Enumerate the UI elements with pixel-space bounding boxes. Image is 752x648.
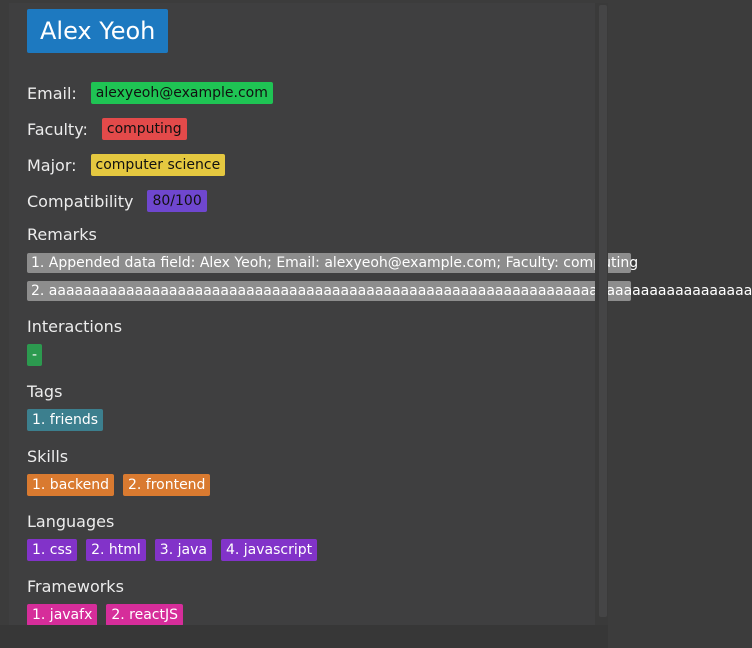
interactions-heading: Interactions: [27, 317, 123, 336]
remark-item: 1. Appended data field: Alex Yeoh; Email…: [27, 253, 638, 273]
compatibility-label: Compatibility: [27, 191, 134, 211]
interactions-list: -: [27, 344, 43, 366]
email-label: Email:: [27, 83, 77, 103]
interaction-item: -: [27, 344, 43, 366]
email-row: Email: alexyeoh@example.com: [27, 82, 273, 104]
language-item: 1. css: [27, 539, 78, 561]
tags-heading: Tags: [27, 382, 63, 401]
skill-item: 1. backend: [27, 474, 114, 496]
email-badge: alexyeoh@example.com: [90, 82, 273, 104]
compatibility-badge: 80/100: [147, 190, 207, 212]
person-name: Alex Yeoh: [27, 9, 169, 53]
framework-item: 2. reactJS: [106, 604, 184, 626]
language-item: 2. html: [86, 539, 146, 561]
languages-list: 1. css 2. html 3. java 4. javascript: [27, 539, 318, 561]
faculty-label: Faculty:: [27, 119, 88, 139]
bottom-bar: [0, 625, 608, 648]
remark-item: 2. aaaaaaaaaaaaaaaaaaaaaaaaaaaaaaaaaaaaa…: [27, 281, 752, 301]
remarks-heading: Remarks: [27, 225, 97, 244]
compatibility-row: Compatibility 80/100: [27, 190, 207, 212]
frameworks-list: 1. javafx 2. reactJS: [27, 604, 184, 626]
language-item: 3. java: [154, 539, 212, 561]
person-detail-panel: Alex Yeoh Email: alexyeoh@example.com Fa…: [9, 3, 752, 626]
faculty-badge: computing: [101, 118, 187, 140]
frameworks-heading: Frameworks: [27, 577, 124, 596]
language-item: 4. javascript: [220, 539, 318, 561]
skills-heading: Skills: [27, 447, 69, 466]
major-label: Major:: [27, 155, 77, 175]
skills-list: 1. backend 2. frontend: [27, 474, 211, 496]
faculty-row: Faculty: computing: [27, 118, 187, 140]
scrollbar-thumb[interactable]: [599, 5, 607, 617]
major-row: Major: computer science: [27, 154, 226, 176]
languages-heading: Languages: [27, 512, 115, 531]
framework-item: 1. javafx: [27, 604, 98, 626]
tag-item: 1. friends: [27, 409, 104, 431]
skill-item: 2. frontend: [122, 474, 211, 496]
major-badge: computer science: [90, 154, 226, 176]
tags-list: 1. friends: [27, 409, 104, 431]
